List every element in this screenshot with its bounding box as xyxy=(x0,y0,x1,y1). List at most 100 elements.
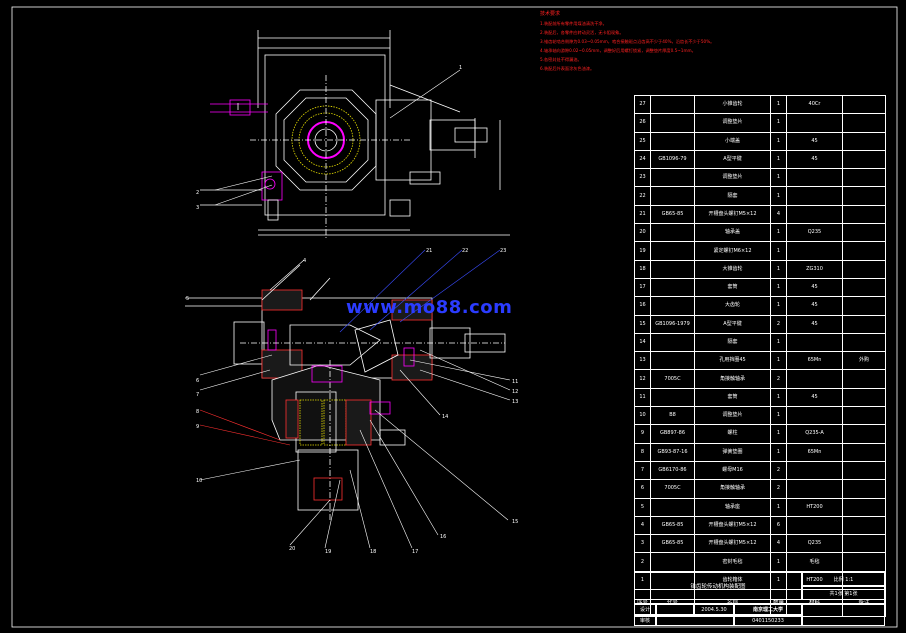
bom-cell-name: 开槽盘头螺钉M5×12 xyxy=(694,204,771,225)
designer-name xyxy=(656,604,694,615)
svg-text:3: 3 xyxy=(196,205,199,211)
bom-cell-note xyxy=(842,259,886,279)
bom-cell-qty: 1 xyxy=(770,131,787,151)
bom-cell-name: 螺柱 xyxy=(694,424,771,444)
bom-cell-name: 紧定螺钉M6×12 xyxy=(694,241,771,261)
technical-notes: 技术要求 1.装配前所有零件用煤油清洗干净。 2.装配后，各零件应转动灵活，无卡… xyxy=(540,10,870,73)
bom-cell-qty: 1 xyxy=(770,332,787,353)
bom-cell-code xyxy=(650,351,695,371)
svg-text:20: 20 xyxy=(289,546,295,552)
bom-cell-note xyxy=(842,479,886,499)
bom-cell-name: 密封毛毡 xyxy=(694,552,771,572)
bom-cell-note xyxy=(842,186,886,206)
bom-cell-mat xyxy=(786,204,843,225)
svg-text:21: 21 xyxy=(426,248,432,254)
bom-cell-code: GB1096-79 xyxy=(650,149,695,170)
note-line: 6.装配后外表面涂灰色油漆。 xyxy=(540,66,595,71)
bom-cell-name: 套筒 xyxy=(694,277,771,298)
bom-cell-name: A型平键 xyxy=(694,149,771,170)
bom-cell-note xyxy=(842,497,886,517)
bom-cell-code xyxy=(650,131,695,151)
svg-text:8: 8 xyxy=(196,409,199,415)
bom-cell-note xyxy=(842,168,886,188)
bom-cell-code xyxy=(650,186,695,206)
bom-cell-qty: 1 xyxy=(770,259,787,279)
bom-cell-no: 23 xyxy=(634,168,651,188)
bom-cell-note xyxy=(842,277,886,298)
bom-cell-note xyxy=(842,314,886,334)
bom-cell-note: 外购 xyxy=(842,351,886,371)
bom-cell-note xyxy=(842,332,886,353)
bom-cell-qty: 1 xyxy=(770,277,787,298)
bom-cell-mat: 65Mn xyxy=(786,351,843,371)
bom-cell-no: 27 xyxy=(634,94,651,115)
bom-cell-code: GB93-87-16 xyxy=(650,442,695,462)
bom-cell-mat xyxy=(786,406,843,426)
bom-cell-name: 开槽盘头螺钉M5×12 xyxy=(694,515,771,536)
bom-cell-name: 隔套 xyxy=(694,186,771,206)
bom-cell-qty: 1 xyxy=(770,424,787,444)
title-block-blank xyxy=(802,604,885,626)
bom-cell-no: 19 xyxy=(634,241,651,261)
bom-cell-name: 角接触轴承 xyxy=(694,479,771,499)
bom-cell-note xyxy=(842,223,886,243)
bom-cell-mat: 45 xyxy=(786,387,843,408)
drawing-title: 锥齿轮传动机构装配图 xyxy=(634,572,802,600)
bom-cell-mat xyxy=(786,186,843,206)
bom-cell-no: 24 xyxy=(634,149,651,170)
bom-cell-mat: HT200 xyxy=(786,497,843,517)
bom-cell-qty: 6 xyxy=(770,515,787,536)
bom-cell-code: GB1096-1979 xyxy=(650,314,695,334)
bom-cell-no: 25 xyxy=(634,131,651,151)
bom-cell-name: A型平键 xyxy=(694,314,771,334)
bom-cell-no: 5 xyxy=(634,497,651,517)
bom-cell-code xyxy=(650,168,695,188)
svg-text:1: 1 xyxy=(459,65,462,71)
bom-cell-no: 14 xyxy=(634,332,651,353)
bom-cell-name: 套筒 xyxy=(694,387,771,408)
top-view xyxy=(200,30,510,240)
bom-cell-no: 26 xyxy=(634,113,651,133)
svg-text:5: 5 xyxy=(186,296,189,302)
svg-text:7: 7 xyxy=(196,392,199,398)
svg-text:15: 15 xyxy=(512,519,518,525)
bom-cell-qty: 1 xyxy=(770,552,787,572)
bom-cell-no: 3 xyxy=(634,534,651,554)
bom-cell-name: 调整垫片 xyxy=(694,113,771,133)
bom-cell-qty: 1 xyxy=(770,186,787,206)
bom-cell-code: GB65-85 xyxy=(650,204,695,225)
bom-cell-mat xyxy=(786,241,843,261)
bom-cell-name: 大齿轮 xyxy=(694,296,771,316)
watermark-text: www.mo88.com xyxy=(346,297,513,318)
bom-cell-name: 调整垫片 xyxy=(694,168,771,188)
bom-cell-no: 12 xyxy=(634,369,651,389)
bom-cell-note xyxy=(842,534,886,554)
bom-cell-name: 开槽盘头螺钉M5×12 xyxy=(694,534,771,554)
bom-cell-note xyxy=(842,442,886,462)
bom-cell-no: 2 xyxy=(634,552,651,572)
bom-cell-no: 13 xyxy=(634,351,651,371)
front-section-view xyxy=(185,264,506,520)
note-line: 1.装配前所有零件用煤油清洗干净。 xyxy=(540,21,607,26)
svg-text:11: 11 xyxy=(512,379,518,385)
svg-text:23: 23 xyxy=(500,248,506,254)
bom-cell-code: B8 xyxy=(650,406,695,426)
bom-cell-no: 4 xyxy=(634,515,651,536)
bom-cell-qty: 1 xyxy=(770,387,787,408)
bom-cell-code xyxy=(650,241,695,261)
